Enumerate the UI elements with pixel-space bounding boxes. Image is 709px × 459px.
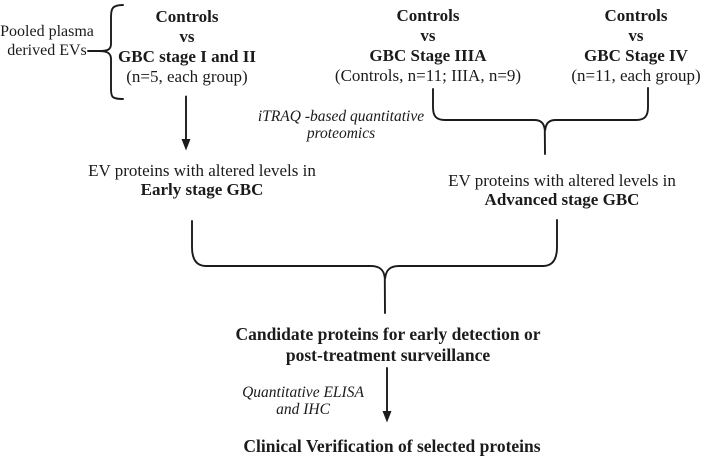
candidate-line2: post-treatment surveillance bbox=[285, 345, 491, 365]
comparison-early-stage: Controls vs GBC stage I and II (n=5, eac… bbox=[118, 7, 256, 87]
comparison-stage-iiia: Controls vs GBC Stage IIIA (Controls, n=… bbox=[335, 6, 521, 86]
comparison2-group: GBC Stage IIIA bbox=[369, 46, 487, 65]
comparison2-vs: vs bbox=[420, 26, 436, 45]
result-advanced-line1: EV proteins with altered levels in bbox=[448, 171, 676, 190]
result-advanced-line2: Advanced stage GBC bbox=[484, 190, 640, 209]
comparison3-vs: vs bbox=[628, 26, 644, 45]
comparison1-sample-size: (n=5, each group) bbox=[126, 67, 248, 86]
elisa-ihc-method-label: Quantitative ELISA and IHC bbox=[242, 384, 364, 418]
comparison3-group: GBC Stage IV bbox=[584, 46, 688, 65]
candidate-line1: Candidate proteins for early detection o… bbox=[235, 324, 541, 344]
early-analysis-arrow bbox=[181, 95, 191, 151]
itraq-line1: iTRAQ -based quantitative bbox=[257, 108, 425, 125]
itraq-method-label: iTRAQ -based quantitative proteomics bbox=[258, 108, 424, 142]
comparison3-controls: Controls bbox=[604, 6, 668, 25]
elisa-line2: and IHC bbox=[276, 401, 330, 418]
result-advanced-stage: EV proteins with altered levels in Advan… bbox=[448, 171, 676, 209]
comparison2-controls: Controls bbox=[396, 6, 460, 25]
comparison3-sample-size: (n=11, each group) bbox=[571, 66, 701, 85]
comparison1-group: GBC stage I and II bbox=[118, 47, 256, 66]
elisa-line1: Quantitative ELISA bbox=[242, 384, 364, 401]
itraq-line2: proteomics bbox=[306, 125, 376, 142]
pooled-plasma-line1: Pooled plasma bbox=[0, 23, 94, 40]
pooled-plasma-label: Pooled plasma derived EVs bbox=[0, 22, 94, 60]
result-early-stage: EV proteins with altered levels in Early… bbox=[88, 161, 316, 199]
comparison-stage-iv: Controls vs GBC Stage IV (n=11, each gro… bbox=[571, 6, 700, 86]
pooled-plasma-line2: derived EVs bbox=[7, 42, 87, 59]
result-early-line1: EV proteins with altered levels in bbox=[88, 161, 316, 180]
result-early-line2: Early stage GBC bbox=[140, 180, 264, 199]
verification-arrow bbox=[382, 367, 392, 423]
comparison1-controls: Controls bbox=[155, 7, 219, 26]
candidate-proteins-heading: Candidate proteins for early detection o… bbox=[235, 324, 540, 366]
comparison1-vs: vs bbox=[179, 27, 195, 46]
comparison2-sample-size: (Controls, n=11; IIIA, n=9) bbox=[334, 66, 522, 85]
candidate-merge-brace bbox=[191, 219, 558, 314]
clinical-verification-heading: Clinical Verification of selected protei… bbox=[243, 436, 541, 456]
advanced-merge-brace bbox=[432, 87, 649, 155]
